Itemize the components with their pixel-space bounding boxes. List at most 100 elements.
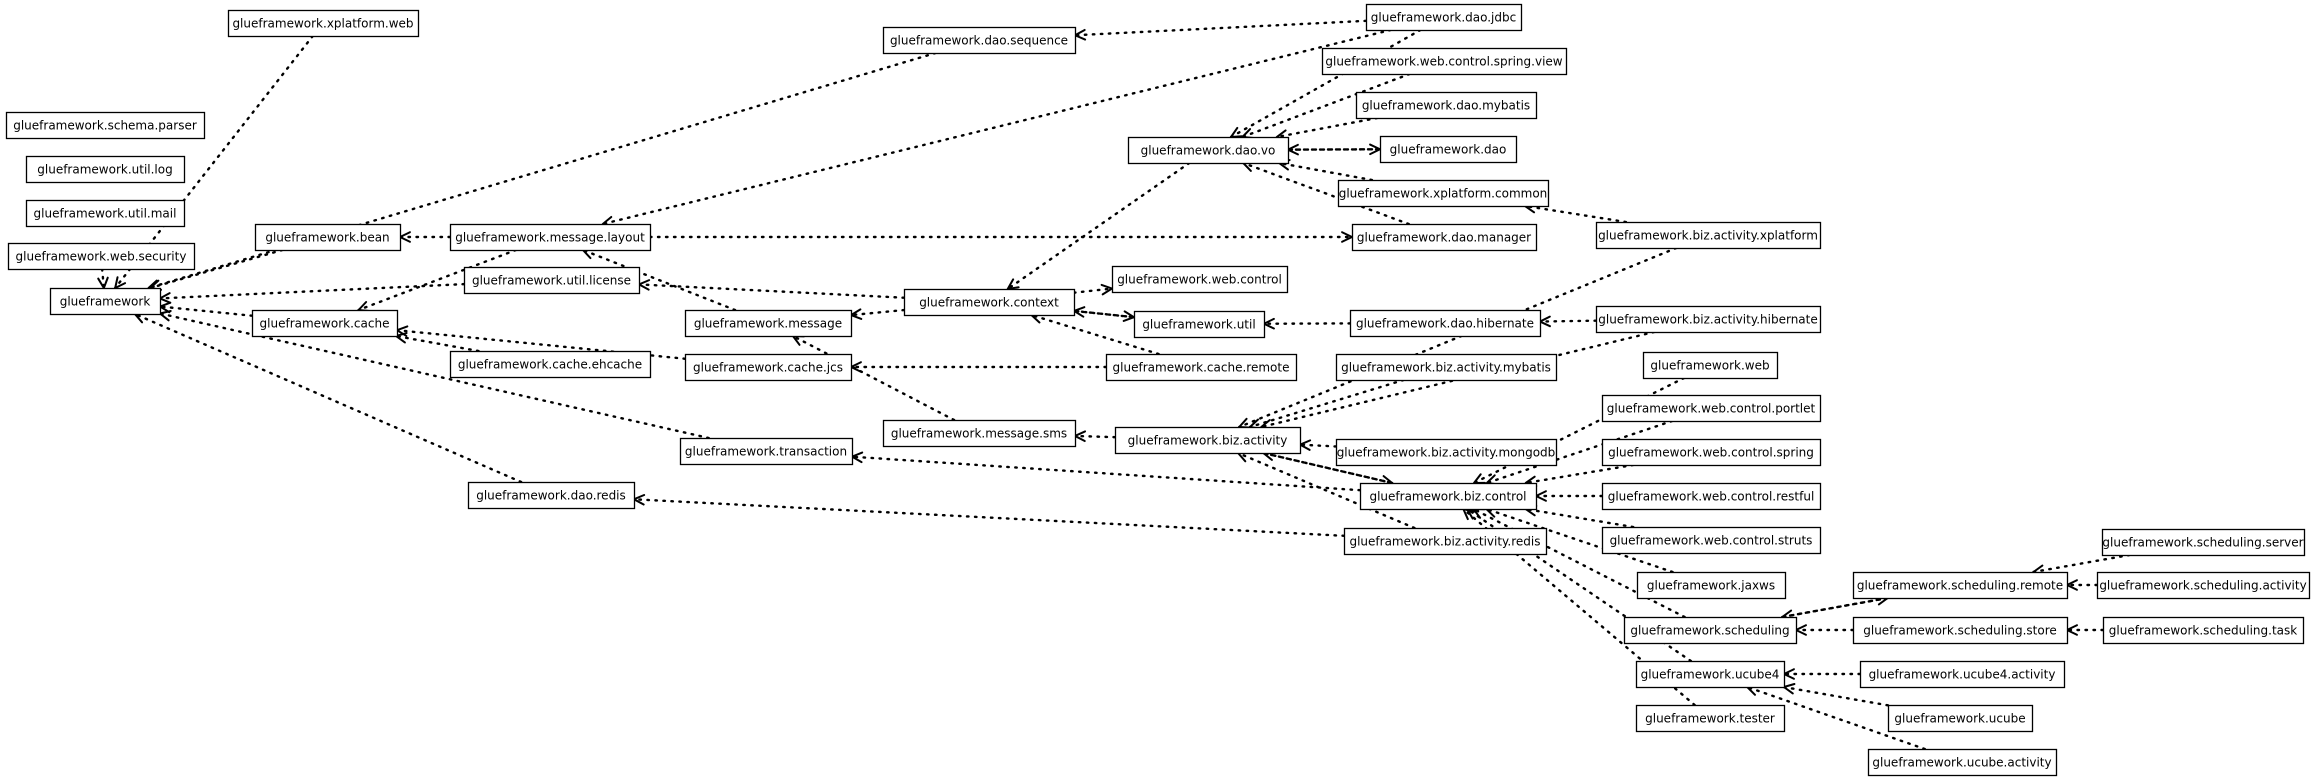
package-node-util[interactable]: glueframework.util: [1133, 310, 1266, 339]
edge-line: [637, 283, 906, 299]
package-node-bean[interactable]: glueframework.bean: [254, 223, 402, 252]
package-node-web_control_spring[interactable]: glueframework.web.control.spring: [1601, 438, 1822, 467]
package-node-util_mail[interactable]: glueframework.util.mail: [25, 199, 186, 228]
package-node-scheduling_remote[interactable]: glueframework.scheduling.remote: [1852, 571, 2069, 600]
package-node-ucube4_activity[interactable]: glueframework.ucube4.activity: [1859, 660, 2066, 689]
dependency-edge-message_layout-to-bean: [398, 231, 452, 243]
package-node-biz_control[interactable]: glueframework.biz.control: [1359, 482, 1538, 511]
package-node-web_security[interactable]: glueframework.web.security: [7, 242, 196, 271]
edge-line: [1298, 443, 1338, 448]
package-box: [5, 111, 206, 140]
package-box: [1635, 704, 1786, 733]
package-box: [1601, 526, 1822, 555]
package-label: glueframework.schema.parser: [13, 119, 197, 133]
package-box: [882, 26, 1077, 55]
package-node-biz_activity_xplatform[interactable]: glueframework.biz.activity.xplatform: [1595, 221, 1822, 250]
package-label: glueframework.scheduling.task: [2109, 624, 2297, 638]
package-label: glueframework.scheduling.server: [2102, 536, 2303, 550]
package-label: glueframework.util.mail: [34, 207, 177, 221]
package-node-dao[interactable]: glueframework.dao: [1379, 135, 1518, 164]
package-box: [1867, 748, 2058, 777]
package-node-scheduling_task[interactable]: glueframework.scheduling.task: [2102, 616, 2305, 645]
package-node-dao_redis[interactable]: glueframework.dao.redis: [467, 481, 636, 510]
package-node-jaxws[interactable]: glueframework.jaxws: [1636, 571, 1787, 600]
package-box: [1114, 426, 1302, 455]
edge-line: [1262, 451, 1394, 485]
arrowhead-icon: [357, 300, 371, 312]
edge-line: [1238, 246, 1678, 429]
package-node-web_control_portlet[interactable]: glueframework.web.control.portlet: [1601, 394, 1822, 423]
edge-line: [791, 334, 956, 422]
package-node-dao_mybatis[interactable]: glueframework.dao.mybatis: [1355, 91, 1538, 120]
package-node-dao_vo[interactable]: glueframework.dao.vo: [1127, 136, 1290, 165]
dependency-edge-dao_jdbc-to-message_layout: [601, 28, 1392, 228]
package-node-cache_remote[interactable]: glueframework.cache.remote: [1105, 353, 1298, 382]
package-node-xplatform_common[interactable]: glueframework.xplatform.common: [1337, 179, 1550, 208]
package-node-web_control_restful[interactable]: glueframework.web.control.restful: [1601, 482, 1822, 511]
edge-line: [2032, 553, 2131, 574]
package-node-biz_activity_mongodb[interactable]: glueframework.biz.activity.mongodb: [1335, 438, 1558, 467]
dependency-edge-dao_vo-to-dao: [1286, 143, 1382, 156]
package-box: [1349, 309, 1542, 338]
package-node-web_control_struts[interactable]: glueframework.web.control.struts: [1601, 526, 1822, 555]
package-node-message_layout[interactable]: glueframework.message.layout: [449, 223, 652, 252]
package-node-dao_manager[interactable]: glueframework.dao.manager: [1351, 223, 1538, 252]
package-label: glueframework.xplatform.common: [1339, 187, 1548, 201]
arrowhead-icon: [1006, 278, 1020, 290]
edge-line: [113, 34, 315, 290]
package-node-cache[interactable]: glueframework.cache: [251, 309, 399, 338]
package-node-cache_jcs[interactable]: glueframework.cache.jcs: [684, 353, 853, 382]
package-node-scheduling_store[interactable]: glueframework.scheduling.store: [1852, 616, 2069, 645]
package-node-dao_jdbc[interactable]: glueframework.dao.jdbc: [1365, 3, 1523, 32]
package-label: glueframework.message.layout: [455, 231, 645, 245]
package-box: [227, 9, 420, 38]
package-node-dao_hibernate[interactable]: glueframework.dao.hibernate: [1349, 309, 1542, 338]
package-box: [1595, 305, 1822, 334]
package-node-xplatform_web[interactable]: glueframework.xplatform.web: [227, 9, 420, 38]
package-node-web_control_spring_view[interactable]: glueframework.web.control.spring.view: [1321, 47, 1568, 76]
edge-line: [1524, 507, 1635, 529]
package-node-web[interactable]: glueframework.web: [1642, 351, 1779, 380]
package-node-ucube[interactable]: glueframework.ucube: [1887, 704, 2034, 733]
dependency-edge-context-to-message: [849, 308, 906, 320]
package-box: [1601, 394, 1822, 423]
edge-line: [1241, 72, 1411, 139]
package-node-context[interactable]: glueframework.context: [903, 288, 1076, 317]
dependency-edge-scheduling_store-to-scheduling: [1794, 624, 1855, 636]
package-node-cache_ehcache[interactable]: glueframework.cache.ehcache: [449, 350, 652, 379]
package-node-scheduling_server[interactable]: glueframework.scheduling.server: [2101, 528, 2306, 557]
package-node-ucube4[interactable]: glueframework.ucube4: [1635, 660, 1786, 689]
package-label: glueframework.biz.activity.hibernate: [1598, 313, 1818, 327]
package-box: [1351, 223, 1538, 252]
dependency-edge-ucube4_activity-to-ucube4: [1782, 668, 1862, 680]
package-node-transaction[interactable]: glueframework.transaction: [679, 437, 854, 466]
package-node-util_license[interactable]: glueframework.util.license: [463, 266, 641, 295]
package-box: [1887, 704, 2034, 733]
edge-line: [148, 248, 284, 290]
package-node-web_control[interactable]: glueframework.web.control: [1111, 265, 1289, 294]
package-node-glueframework[interactable]: glueframework: [49, 287, 162, 316]
package-node-biz_activity_hibernate[interactable]: glueframework.biz.activity.hibernate: [1595, 305, 1822, 334]
edge-line: [394, 334, 480, 353]
package-node-dao_sequence[interactable]: glueframework.dao.sequence: [882, 26, 1077, 55]
package-box: [1321, 47, 1568, 76]
edge-line: [1242, 161, 1410, 226]
package-node-tester[interactable]: glueframework.tester: [1635, 704, 1786, 733]
package-label: glueframework.ucube.activity: [1872, 756, 2051, 770]
package-label: glueframework.scheduling: [1630, 624, 1789, 638]
dependency-edge-message_layout-to-dao_manager: [648, 231, 1354, 243]
package-node-biz_activity_redis[interactable]: glueframework.biz.activity.redis: [1343, 527, 1548, 556]
package-node-biz_activity[interactable]: glueframework.biz.activity: [1114, 426, 1302, 455]
package-label: glueframework.dao.manager: [1357, 231, 1531, 245]
package-node-schema_parser[interactable]: glueframework.schema.parser: [5, 111, 206, 140]
package-node-message_sms[interactable]: glueframework.message.sms: [882, 419, 1077, 448]
dependency-edge-cache_ehcache-to-cache: [394, 332, 480, 353]
package-box: [49, 287, 162, 316]
package-node-scheduling[interactable]: glueframework.scheduling: [1623, 616, 1798, 645]
package-label: glueframework.dao.jdbc: [1371, 11, 1516, 25]
package-node-message[interactable]: glueframework.message: [684, 309, 853, 338]
package-node-util_log[interactable]: glueframework.util.log: [25, 155, 186, 184]
package-node-scheduling_activity[interactable]: glueframework.scheduling.activity: [2096, 571, 2311, 600]
package-node-ucube_activity[interactable]: glueframework.ucube.activity: [1867, 748, 2058, 777]
package-node-biz_activity_mybatis[interactable]: glueframework.biz.activity.mybatis: [1335, 353, 1558, 382]
